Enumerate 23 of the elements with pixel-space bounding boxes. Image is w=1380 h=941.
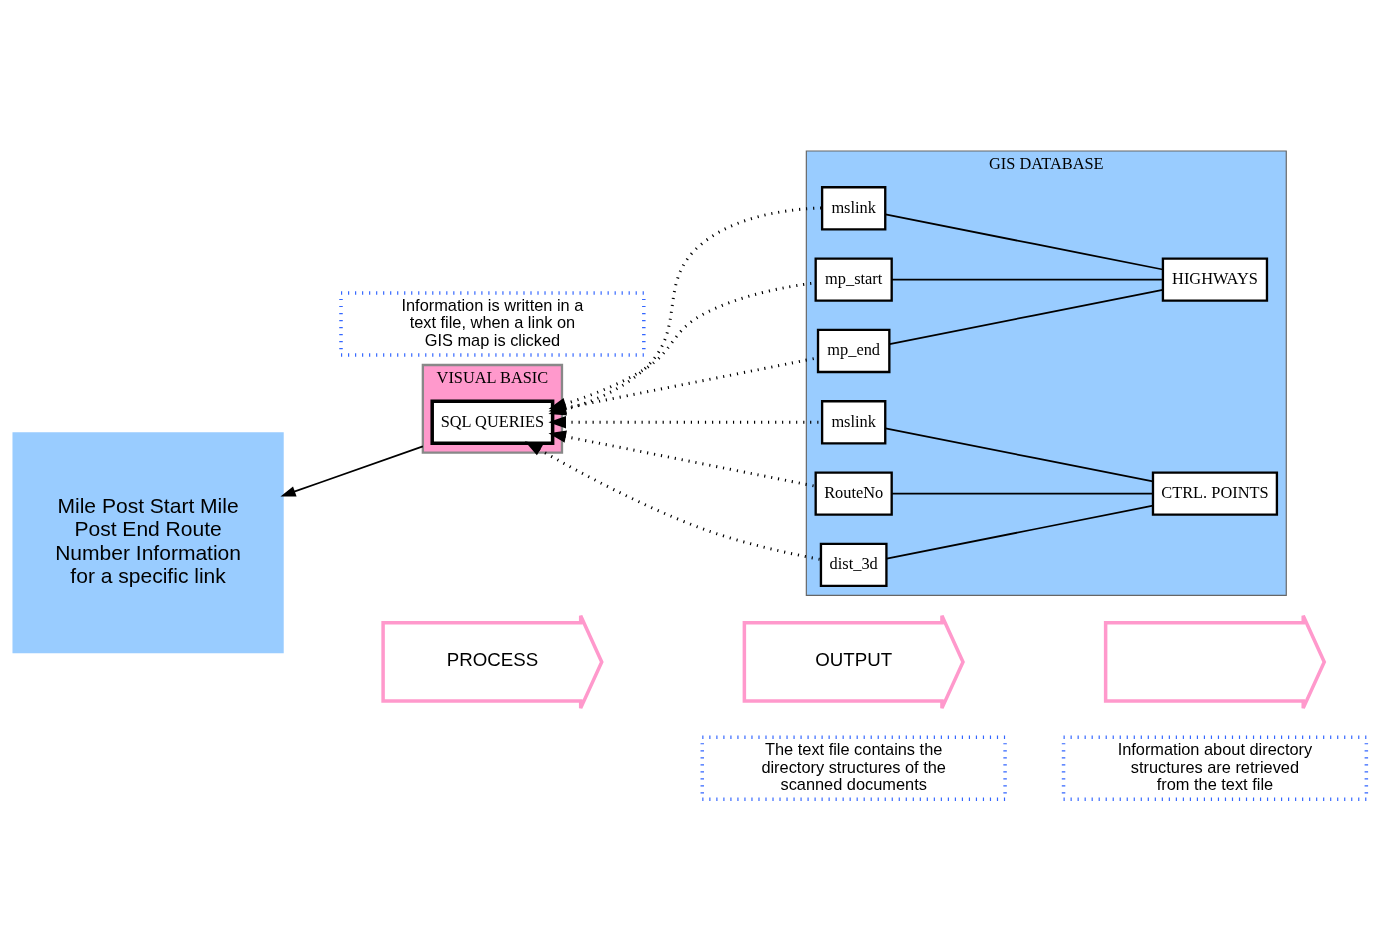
node-box: mp_end (816, 328, 891, 374)
arrow (524, 441, 822, 561)
arrow (280, 445, 424, 497)
node-box: mp_start (814, 257, 893, 302)
node-box: Mile Post Start Mile Post End Route Number Information for a specific link (12, 432, 284, 654)
node-box: mslink (820, 400, 887, 445)
arrow (548, 430, 816, 488)
node-box: Information is written in a text file, when a link on GIS map is clicked (339, 291, 646, 357)
node-box: The text file contains the directory structures of the scanned documents (700, 735, 1007, 802)
connector (891, 278, 1164, 281)
connector (884, 427, 1154, 483)
node-box: HIGHWAYS (1161, 257, 1269, 302)
node-box: CTRL. POINTS (1151, 471, 1279, 516)
node-box: dist_3d (819, 542, 888, 588)
node-box: SQL QUERIES (430, 399, 555, 446)
connector (888, 288, 1164, 345)
node-box: mslink (820, 186, 887, 231)
connector (885, 504, 1154, 560)
connector (884, 213, 1164, 271)
node-box: Information about directory structures are retrieved from the text file (1061, 735, 1369, 802)
connector (891, 492, 1154, 495)
node-arrow (1103, 614, 1327, 710)
node-box: RouteNo (814, 471, 893, 516)
